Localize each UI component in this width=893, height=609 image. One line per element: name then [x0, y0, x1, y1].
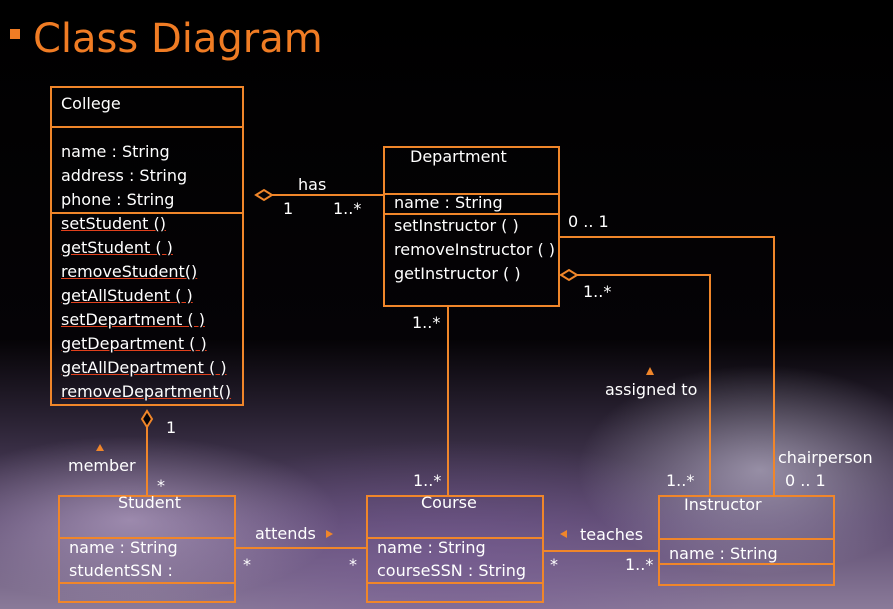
- teaches-mult-course: *: [550, 555, 558, 574]
- instructor-attr: name : String: [669, 544, 778, 563]
- college-method: setDepartment ( ): [61, 310, 205, 329]
- page-title: Class Diagram: [10, 14, 323, 64]
- member-mult-college: 1: [166, 418, 177, 437]
- assigned-mult-department: 1..*: [583, 282, 612, 301]
- college-attr: phone : String: [61, 190, 175, 209]
- college-method: getAllDepartment ( ): [61, 358, 227, 377]
- department-attr: name : String: [394, 193, 503, 212]
- college-divider-2: [50, 212, 244, 214]
- teaches-mult-instructor: 1..*: [625, 555, 654, 574]
- course-attr: name : String: [377, 538, 486, 557]
- college-method: getStudent ( ): [61, 238, 173, 257]
- college-method: getAllStudent ( ): [61, 286, 193, 305]
- attends-label: attends: [255, 524, 316, 543]
- member-mult-student: *: [157, 476, 165, 495]
- college-method: removeDepartment(): [61, 382, 232, 401]
- course-divider-2: [366, 582, 544, 584]
- member-arrow-icon: [96, 444, 104, 451]
- dept-course-mult-course: 1..*: [413, 471, 442, 490]
- department-method: getInstructor ( ): [394, 264, 521, 283]
- department-method: removeInstructor ( ): [394, 240, 556, 259]
- assigned-line: [577, 274, 711, 496]
- has-mult-college: 1: [283, 199, 294, 218]
- teaches-label: teaches: [580, 525, 644, 544]
- department-class: [383, 146, 560, 307]
- member-diamond: [140, 409, 154, 429]
- college-class: [50, 86, 244, 406]
- assigned-diamond: [559, 268, 579, 282]
- teaches-arrow-icon: [560, 530, 567, 538]
- student-name: Student: [118, 493, 181, 512]
- course-class: [366, 495, 544, 603]
- assigned-arrow-icon: [646, 367, 654, 375]
- chairperson-label: chairperson: [778, 448, 873, 467]
- college-divider-1: [50, 126, 244, 128]
- student-class: [58, 495, 236, 603]
- department-name: Department: [410, 147, 507, 166]
- assigned-label: assigned to: [605, 380, 698, 399]
- college-attr: address : String: [61, 166, 188, 185]
- student-divider-1: [58, 537, 236, 539]
- instructor-class: [658, 495, 835, 586]
- student-attr: name : String: [69, 538, 178, 557]
- instructor-divider-2: [658, 563, 835, 565]
- chairperson-line: [559, 236, 775, 496]
- instructor-name: Instructor: [684, 495, 762, 514]
- assigned-mult-instructor: 1..*: [666, 471, 695, 490]
- college-name: College: [61, 94, 121, 113]
- has-mult-department: 1..*: [333, 199, 362, 218]
- attends-mult-student: *: [243, 555, 251, 574]
- instructor-divider-1: [658, 538, 835, 540]
- student-divider-2: [58, 582, 236, 584]
- course-divider-1: [366, 537, 544, 539]
- attends-mult-course: *: [349, 555, 357, 574]
- title-bullet-icon: [10, 29, 20, 39]
- department-method: setInstructor ( ): [394, 216, 519, 235]
- chairperson-mult-department: 0 .. 1: [568, 212, 609, 231]
- course-attr: courseSSN : String: [377, 561, 527, 580]
- department-divider-1: [383, 193, 560, 195]
- chairperson-mult-instructor: 0 .. 1: [785, 471, 826, 490]
- has-diamond: [254, 188, 274, 202]
- college-method: setStudent (): [61, 214, 167, 233]
- college-method: getDepartment ( ): [61, 334, 207, 353]
- college-attr: name : String: [61, 142, 170, 161]
- department-divider-2: [383, 213, 560, 215]
- college-method: removeStudent(): [61, 262, 198, 281]
- member-label: member: [68, 456, 136, 475]
- page-title-text: Class Diagram: [33, 16, 323, 62]
- student-attr: studentSSN :: [69, 561, 173, 580]
- attends-arrow-icon: [326, 530, 333, 538]
- dept-course-mult-department: 1..*: [412, 313, 441, 332]
- course-name: Course: [421, 493, 477, 512]
- has-label: has: [298, 175, 327, 194]
